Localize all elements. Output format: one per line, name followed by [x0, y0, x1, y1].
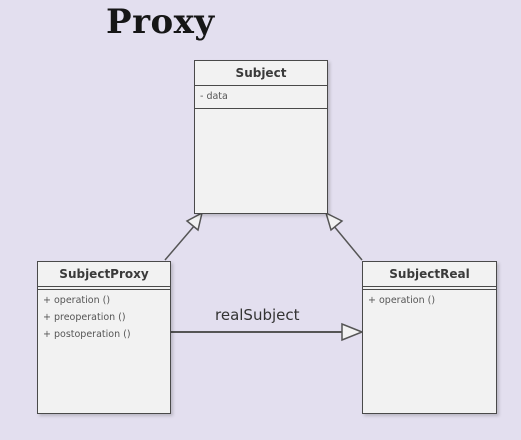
class-subject-real-operation: + operation () [368, 295, 436, 306]
class-subject-attribute: - data [200, 91, 228, 102]
class-subject-name: Subject [195, 61, 327, 86]
class-subject-operations [195, 109, 327, 114]
class-subject-proxy-attributes [38, 287, 170, 290]
class-subject-proxy-name: SubjectProxy [38, 262, 170, 287]
generalization-line-proxy [164, 224, 196, 261]
generalization-arrowhead-real [324, 211, 344, 232]
class-subject-real-attributes [363, 287, 496, 290]
association-arrowhead [341, 322, 365, 342]
generalization-arrowhead-proxy [185, 211, 204, 232]
class-subject-proxy-operation: + preoperation () [43, 312, 126, 323]
diagram-title: Proxy [106, 2, 215, 42]
class-subject-proxy-operation: + operation () [43, 295, 111, 306]
class-subject-real-name: SubjectReal [363, 262, 496, 287]
class-subject-attributes: - data [195, 86, 327, 109]
class-subject-real[interactable]: SubjectReal + operation () [362, 261, 497, 414]
class-subject[interactable]: Subject - data [194, 60, 328, 214]
class-subject-real-operations: + operation () [363, 290, 496, 312]
class-subject-proxy[interactable]: SubjectProxy + operation () + preoperati… [37, 261, 171, 414]
association-label: realSubject [215, 306, 300, 324]
class-subject-proxy-operation: + postoperation () [43, 329, 131, 340]
class-subject-proxy-operations: + operation () + preoperation () + posto… [38, 290, 170, 346]
generalization-line-real [332, 224, 363, 261]
